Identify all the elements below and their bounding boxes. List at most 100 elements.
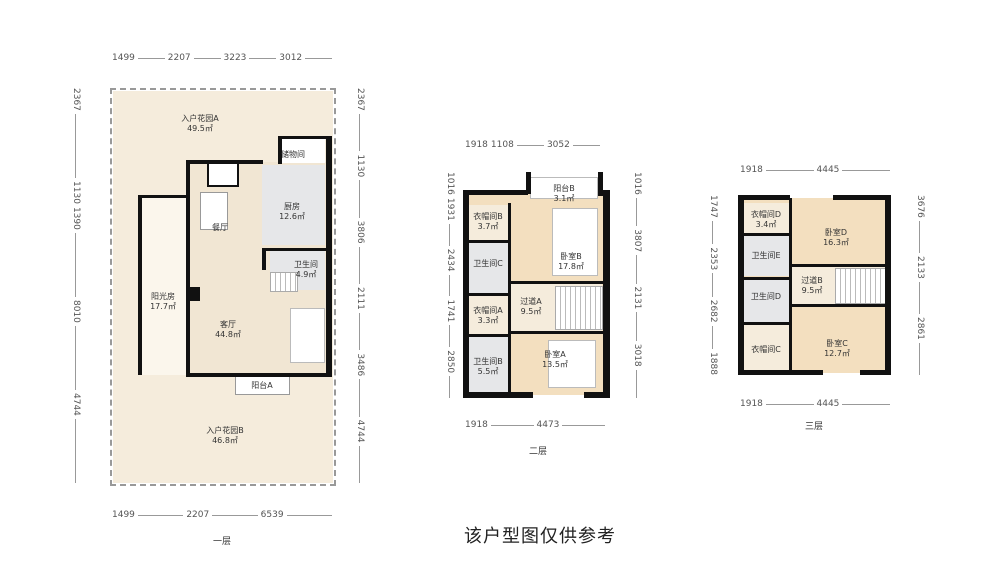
plan-element: 2207 (167, 53, 191, 63)
closet-a (468, 296, 508, 334)
dimension-line (193, 57, 221, 59)
plan-element: 9.5㎡ (520, 307, 542, 316)
wall (466, 293, 509, 296)
wall (510, 281, 605, 284)
plan-element: 衣帽间D (750, 210, 782, 219)
plan-element: 49.5㎡ (187, 124, 213, 133)
plan-element: 2133 (915, 256, 925, 279)
plan-element: 17.8㎡ (558, 262, 584, 271)
dimension-line (636, 255, 638, 284)
plan-element: 卧室C (826, 339, 848, 348)
staircase (270, 272, 298, 292)
dimension-line (842, 403, 890, 405)
dimension-line (919, 281, 921, 314)
chimney (207, 162, 239, 187)
plan-element: 过道B (801, 276, 823, 285)
bathroom-b (468, 337, 508, 393)
plan-element: 44.8㎡ (215, 330, 241, 339)
room-label: 阳台A (251, 381, 272, 391)
dimension-line (765, 169, 814, 171)
dimension-line (212, 514, 258, 516)
dimension-line (449, 274, 451, 297)
dimension-line (562, 424, 605, 426)
plan-element: 2111 (355, 286, 365, 310)
wall (138, 195, 188, 198)
plan-element: 1108 (490, 140, 514, 150)
plan-element: 厨房 (284, 202, 300, 211)
dimension-column-right: 3676 2133 2861 (914, 195, 926, 375)
dimension-line (75, 418, 77, 484)
sunroom-room (140, 197, 186, 375)
wall (463, 392, 533, 398)
garden-boundary (110, 88, 336, 486)
dimension-line (842, 169, 890, 171)
wall (738, 195, 790, 200)
disclaimer-caption: 该户型图仅供参考 (464, 526, 616, 547)
plan-element: 16.3㎡ (823, 238, 849, 247)
wall (138, 195, 142, 375)
bed-a (548, 340, 596, 388)
plan-element: 3.1㎡ (553, 194, 575, 203)
plan-element: 4744 (355, 419, 365, 443)
wall (860, 370, 891, 375)
plan-element: 过道A (520, 297, 542, 306)
bathroom-c (468, 243, 508, 293)
plan-element: 1499 (112, 53, 135, 63)
plan-element: 2850 (445, 350, 455, 374)
wall (526, 172, 531, 194)
plan-element: 4445 (816, 399, 840, 409)
dimension-line (712, 273, 714, 297)
plan-element: 1747 (708, 195, 718, 218)
plan-element: 衣帽间C (751, 345, 781, 354)
floor-label: 三层 (804, 422, 824, 432)
plan-element: 4473 (536, 420, 560, 430)
plan-element: 阳台A (251, 381, 273, 390)
plan-element: 12.7㎡ (824, 349, 850, 358)
plan-element: 2367 (355, 88, 365, 111)
wall (833, 195, 890, 200)
plan-element: 阳光房 (151, 292, 175, 301)
dimension-line (919, 342, 921, 375)
dimension-line (490, 424, 534, 426)
wall (466, 240, 509, 243)
wall (186, 373, 332, 377)
plan-element: 13.5㎡ (542, 360, 568, 369)
bathroom-e (743, 236, 789, 276)
plan-element: 衣帽间A (473, 306, 503, 315)
dimension-line (137, 57, 165, 59)
plan-element: 2353 (708, 247, 718, 271)
plan-element: 2434 (445, 248, 455, 272)
storage-room (280, 138, 325, 163)
closet-b (468, 205, 508, 240)
plan-element: 1016 (445, 172, 455, 195)
plan-element: 17.7㎡ (150, 302, 176, 311)
plan-element: 4.9㎡ (295, 270, 317, 279)
plan-element: 2861 (915, 317, 925, 340)
plan-element: 3223 (223, 53, 247, 63)
wall (741, 233, 791, 236)
plan-element: 3676 (915, 195, 925, 218)
wall (190, 287, 200, 301)
room-label: 储物间 (281, 150, 305, 160)
plan-element: 1499 (112, 510, 135, 520)
plan-element: 卧室D (824, 228, 848, 237)
room-label: 餐厅 (212, 223, 228, 233)
room-label: 衣帽间C (751, 345, 781, 355)
wall (278, 136, 328, 139)
closet-d (743, 203, 789, 233)
bed-b (552, 208, 598, 276)
plan-element: 3012 (279, 53, 303, 63)
